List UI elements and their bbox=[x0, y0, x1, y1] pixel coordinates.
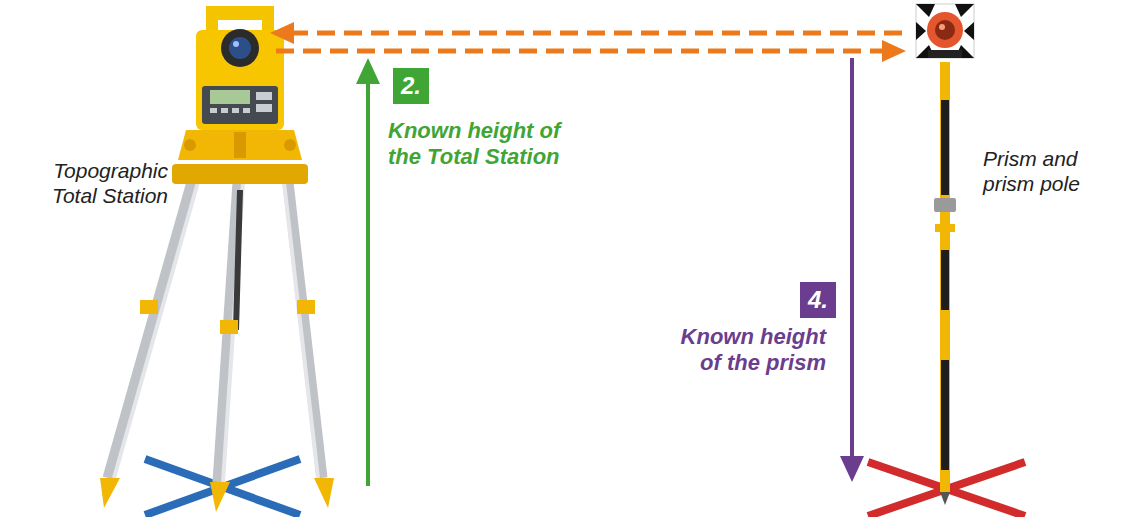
prism bbox=[916, 4, 974, 58]
callout-label: Known height of the prism bbox=[668, 324, 826, 377]
callout-box: 4. bbox=[800, 282, 836, 318]
station-height-arrow bbox=[356, 58, 380, 486]
prism-pole bbox=[934, 62, 956, 505]
prism-height-arrow bbox=[840, 58, 864, 482]
callout-label: Known height of the Total Station bbox=[388, 118, 588, 171]
part-label: Topographic Total Station bbox=[40, 158, 168, 208]
distance-arrows bbox=[270, 22, 906, 62]
tripod bbox=[100, 164, 334, 512]
part-label: Prism and prism pole bbox=[983, 146, 1105, 196]
total-station bbox=[178, 6, 302, 160]
callout-box: 2. bbox=[393, 68, 429, 104]
callout-number: 4. bbox=[808, 288, 828, 312]
callout-number: 2. bbox=[401, 74, 421, 98]
